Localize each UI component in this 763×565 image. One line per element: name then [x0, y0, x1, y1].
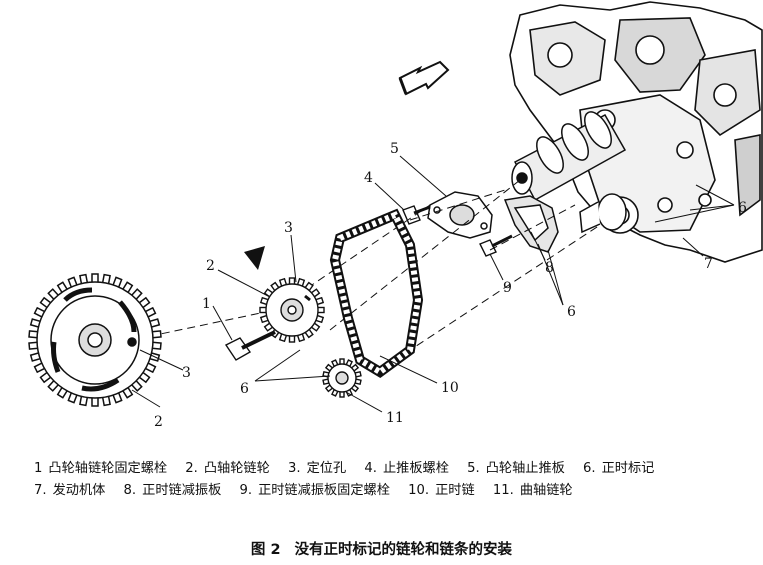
callout-6-block: 6 — [738, 200, 747, 216]
timing-chain-damper — [503, 195, 559, 253]
callout-4: 4 — [364, 170, 373, 186]
legend-item-label: 凸轮轴链轮固定螺栓 — [48, 461, 168, 476]
legend-item: 6. 正时标记 — [583, 461, 654, 476]
legend-item: 4. 止推板螺栓 — [364, 461, 449, 476]
damper-bolt — [479, 234, 513, 257]
camshaft — [511, 111, 627, 202]
legend-item-label: 曲轴链轮 — [519, 483, 573, 498]
leader-lines — [131, 155, 735, 413]
legend-item-number: 2. — [185, 461, 198, 476]
legend-item: 5. 凸轮轴止推板 — [467, 461, 565, 476]
figure-caption: 图 2 没有正时标记的链轮和链条的安装 — [0, 538, 763, 559]
legend-item-number: 3. — [288, 461, 301, 476]
crankshaft-nose — [579, 193, 627, 234]
legend-item-label: 正时链 — [435, 483, 475, 498]
parts-legend: 1 凸轮轴链轮固定螺栓 2. 凸轴轮链轮 3. 定位孔 4. 止推板螺栓 5. 凸轮轴止推… — [34, 458, 734, 502]
legend-item: 11. 曲轴链轮 — [493, 483, 573, 498]
callout-5: 5 — [390, 141, 399, 157]
figure-title: 没有正时标记的链轮和链条的安装 — [294, 542, 513, 558]
callout-2-sprocket: 2 — [206, 258, 215, 274]
camshaft-thrust-plate — [427, 191, 493, 239]
callout-9: 9 — [503, 280, 512, 296]
callout-10: 10 — [441, 380, 459, 396]
timing-chain-diagram: 1 2 3 4 5 6 7 8 9 6 6 10 11 2 3 — [28, 1, 763, 430]
legend-item-label: 正时链减振板固定螺栓 — [258, 483, 390, 498]
legend-item: 10. 正时链 — [408, 483, 475, 498]
legend-item-number: 10. — [408, 483, 430, 498]
legend-item-label: 发动机体 — [52, 483, 106, 498]
legend-item-number: 4. — [364, 461, 377, 476]
figure-number: 图 2 — [250, 542, 281, 558]
legend-item-number: 9. — [239, 483, 253, 498]
legend-item-number: 6. — [583, 461, 596, 476]
callout-8: 8 — [545, 260, 554, 276]
callout-labels: 1 2 3 4 5 6 7 8 9 6 6 10 11 2 3 — [154, 141, 747, 430]
legend-item-label: 正时标记 — [601, 461, 655, 476]
camshaft-sprocket-large — [28, 273, 162, 407]
legend-item-number: 5. — [467, 461, 480, 476]
engine-block — [509, 1, 763, 263]
direction-arrow-icon — [398, 60, 450, 96]
legend-item-number: 11. — [492, 483, 514, 498]
legend-item-label: 止推板螺栓 — [382, 461, 449, 476]
legend-item: 8. 正时链减振板 — [124, 483, 222, 498]
thrust-plate-bolt — [402, 205, 431, 225]
callout-3-sprocket: 3 — [284, 220, 293, 236]
camshaft-sprocket-small — [259, 277, 325, 343]
legend-item-label: 凸轮轴止推板 — [485, 461, 565, 476]
legend-item-number: 8. — [123, 483, 137, 498]
callout-6-sprockets: 6 — [240, 381, 249, 397]
camshaft-sprocket-bolt — [224, 330, 276, 361]
legend-item-label: 凸轴轮链轮 — [203, 461, 270, 476]
legend-item: 9. 正时链减振板固定螺栓 — [239, 483, 389, 498]
callout-11: 11 — [386, 410, 404, 426]
legend-item: 3. 定位孔 — [288, 461, 346, 476]
callout-7: 7 — [704, 256, 713, 272]
legend-item: 2. 凸轴轮链轮 — [185, 461, 270, 476]
timing-chain — [329, 208, 424, 378]
callout-6-damper: 6 — [567, 304, 576, 320]
legend-item-number: 7. — [34, 483, 47, 498]
legend-item-label: 定位孔 — [306, 461, 347, 476]
legend-item: 7. 发动机体 — [34, 483, 105, 498]
legend-item-label: 正时链减振板 — [142, 483, 222, 498]
callout-2-large: 2 — [154, 414, 163, 430]
legend-item-number: 1 — [34, 461, 43, 476]
legend-item: 1 凸轮轴链轮固定螺栓 — [34, 461, 167, 476]
crankshaft-sprocket — [322, 358, 362, 398]
callout-1: 1 — [202, 296, 211, 312]
callout-3-large: 3 — [182, 365, 191, 381]
small-arrow-icon — [244, 246, 265, 270]
